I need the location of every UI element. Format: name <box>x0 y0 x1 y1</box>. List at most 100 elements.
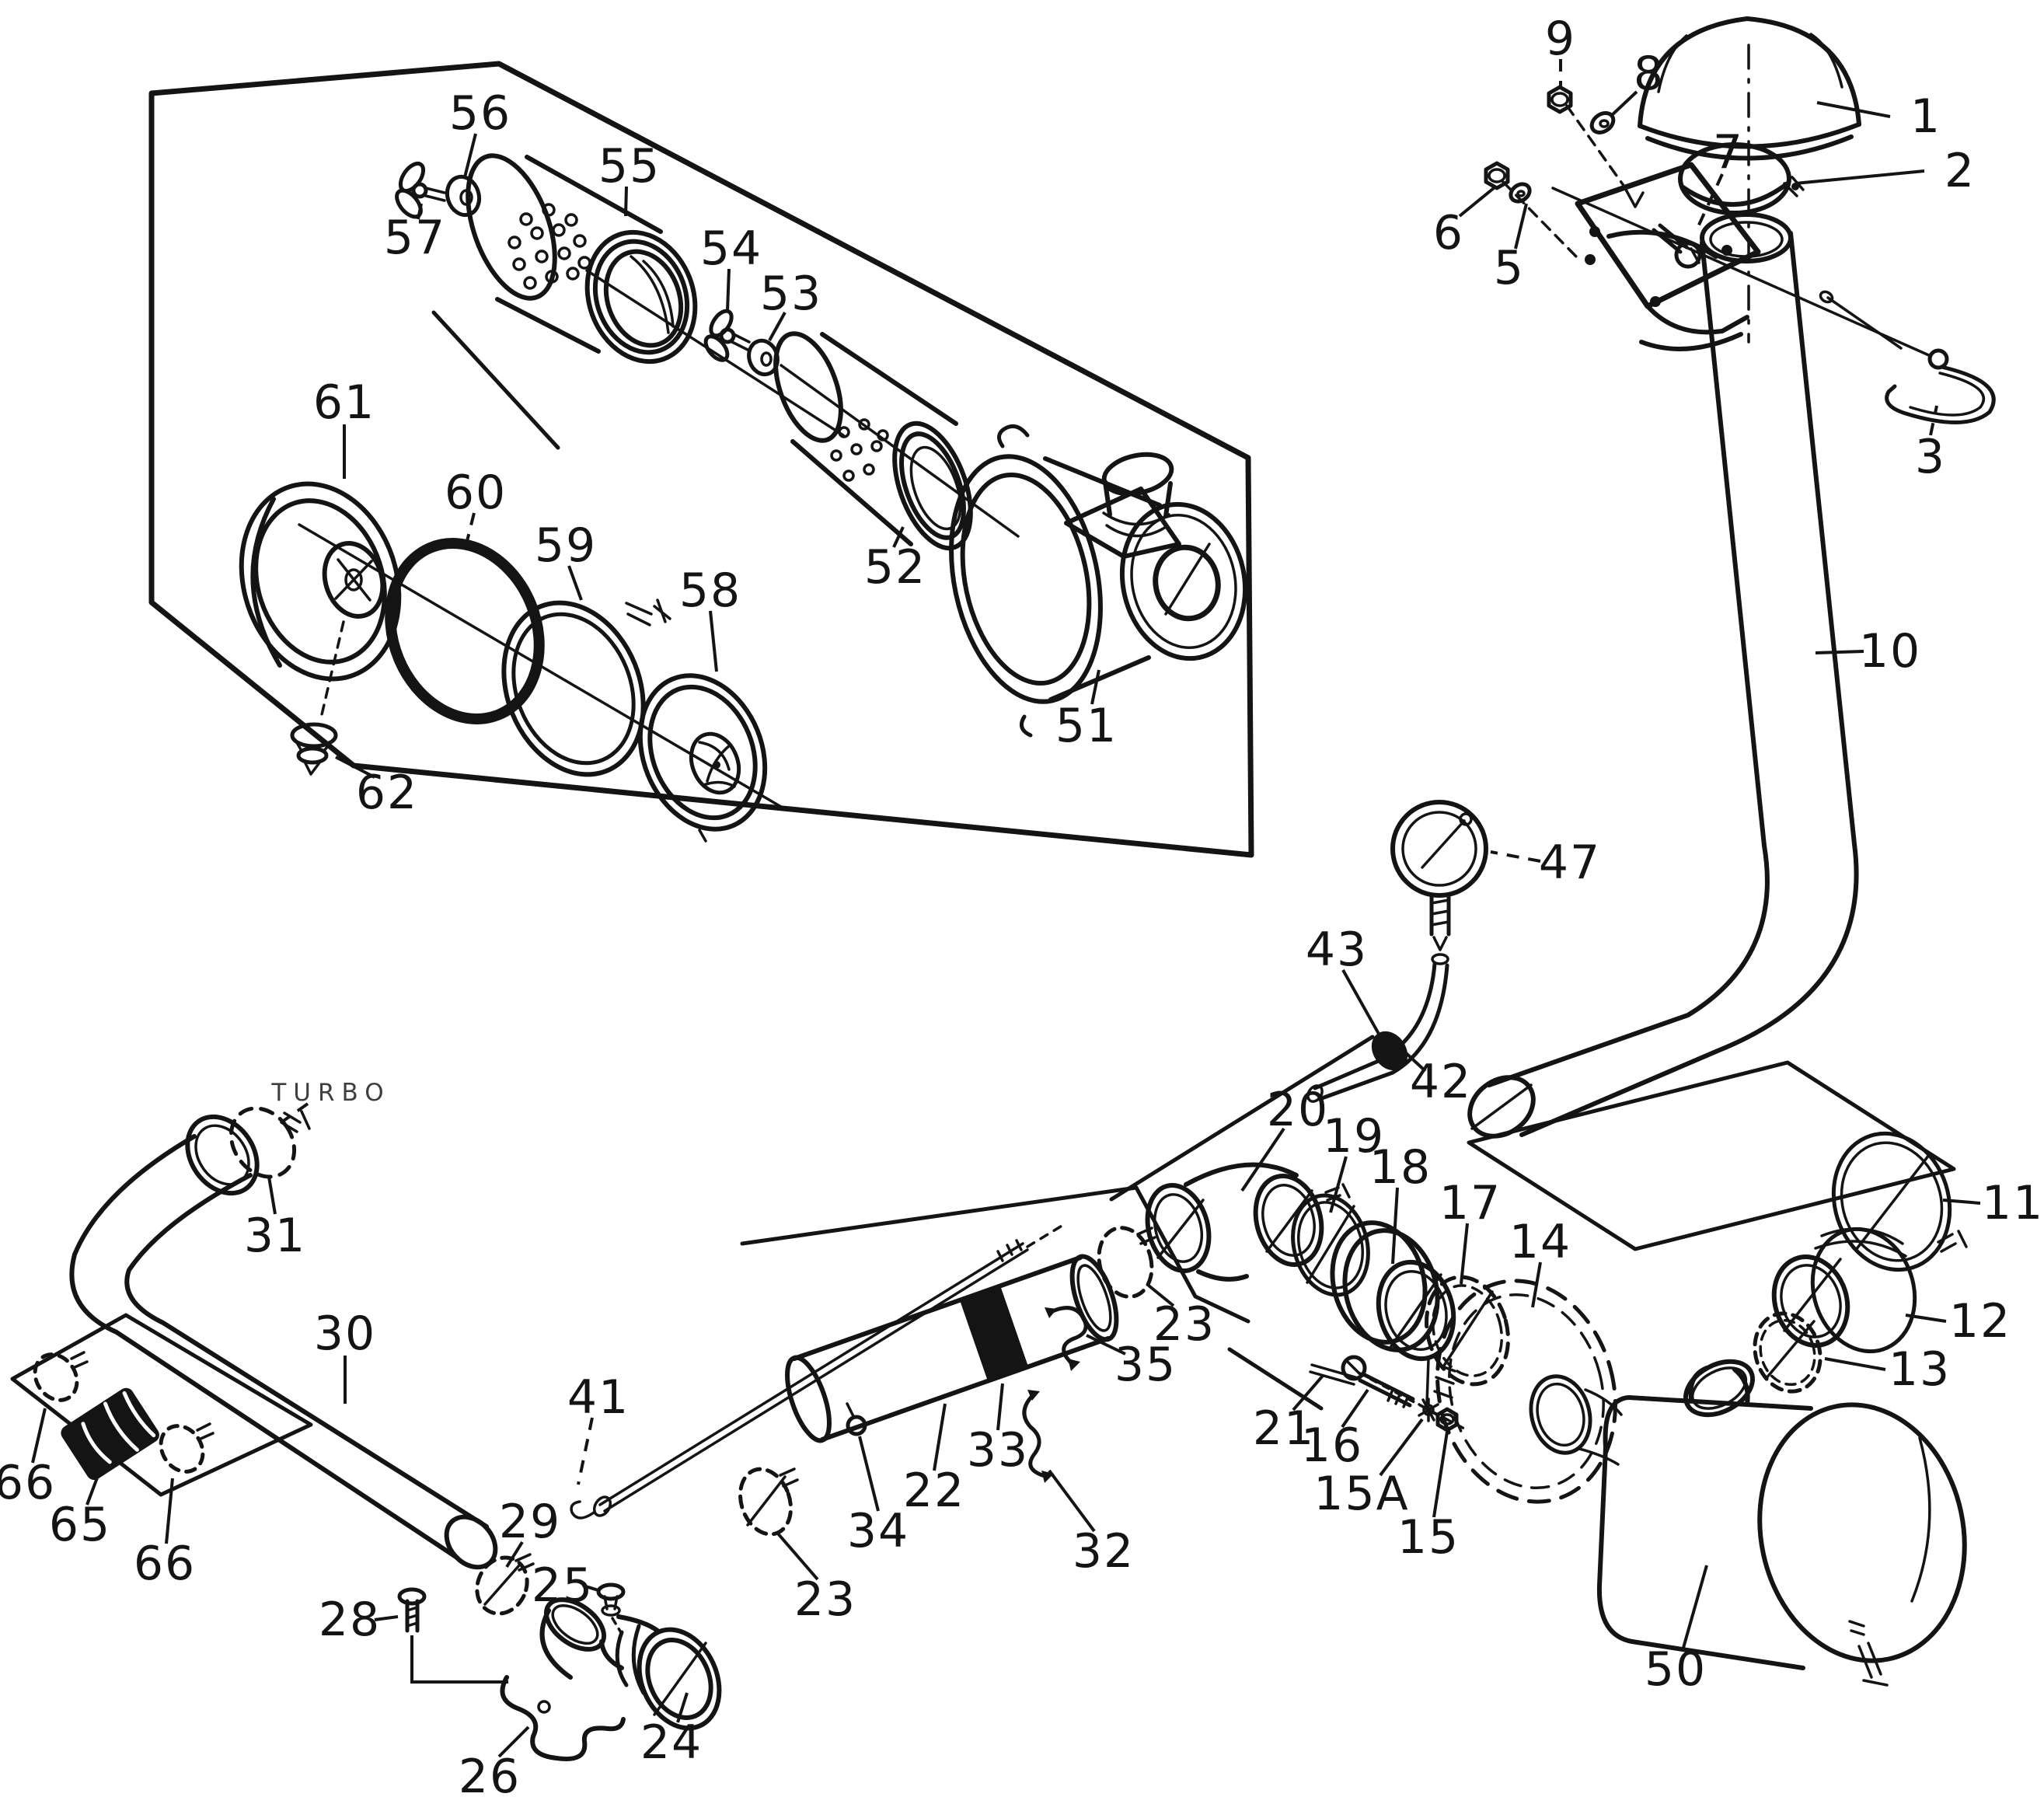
part-label-28: 28 <box>318 1593 382 1647</box>
bracket-26 <box>500 1675 626 1761</box>
clamp-66-rear <box>159 1422 215 1474</box>
hump-hose-12 <box>1771 1227 1917 1354</box>
leader-59 <box>567 565 583 601</box>
service-gauge-47 <box>1390 800 1488 951</box>
leader-turbo <box>280 1102 309 1124</box>
leader-23b <box>1147 1284 1175 1307</box>
part-label-16: 16 <box>1300 1418 1364 1473</box>
leader-14 <box>1531 1261 1542 1308</box>
part-label-6: 6 <box>1432 206 1465 260</box>
leader-56 <box>463 133 477 178</box>
leader-50 <box>1682 1565 1708 1649</box>
part-label-3: 3 <box>1914 430 1947 484</box>
part-label-51: 51 <box>1055 699 1118 753</box>
muffler-50 <box>1596 1359 1967 1687</box>
clamp-23-left <box>738 1467 799 1537</box>
part-label-15A: 15A <box>1313 1467 1410 1521</box>
part-label-15: 15 <box>1397 1510 1460 1565</box>
leader-65 <box>85 1467 103 1506</box>
leader-lines <box>31 59 1981 1758</box>
band-33 <box>960 1286 1028 1381</box>
dust-valve-62 <box>290 722 338 776</box>
leader-5 <box>1514 203 1528 249</box>
part-label-33: 33 <box>966 1423 1030 1478</box>
leader-51 <box>1090 669 1100 705</box>
part-label-58: 58 <box>678 564 742 618</box>
part-label-7: 7 <box>1712 125 1745 180</box>
leader-16 <box>1341 1388 1369 1429</box>
leader-35 <box>1086 1334 1126 1356</box>
part-label-61: 61 <box>312 375 376 430</box>
leader-15 <box>1432 1431 1449 1518</box>
part-label-54: 54 <box>699 222 763 276</box>
part-label-26: 26 <box>458 1750 521 1804</box>
part-label-42: 42 <box>1409 1055 1473 1109</box>
part-label-17: 17 <box>1439 1176 1502 1230</box>
part-label-12: 12 <box>1948 1294 2012 1349</box>
leader-7 <box>1694 173 1724 232</box>
wing-nut-54 <box>703 309 751 362</box>
leader-18 <box>1391 1187 1399 1265</box>
part-label-56: 56 <box>448 86 512 141</box>
hose-65 <box>61 1387 159 1481</box>
leader-20 <box>1240 1127 1285 1192</box>
part-label-turbo: TURBO <box>271 1079 391 1107</box>
part-label-23a: 23 <box>794 1572 857 1627</box>
leader-33 <box>996 1383 1004 1431</box>
bolt-16 <box>1341 1355 1466 1430</box>
hose-30 <box>69 1114 498 1570</box>
grommet-42 <box>1371 1031 1408 1071</box>
inset-panel <box>148 61 1254 858</box>
leader-28 <box>374 1615 399 1621</box>
inlet-pipe-cone <box>1529 1374 1623 1466</box>
tube-22 <box>785 1254 1119 1443</box>
part-label-66b: 66 <box>133 1537 197 1591</box>
part-label-18: 18 <box>1369 1140 1432 1195</box>
leader-31 <box>267 1176 277 1215</box>
part-label-60: 60 <box>444 466 508 520</box>
bolt-28 <box>397 1587 508 1684</box>
perforation-dots-52 <box>830 418 889 482</box>
leader-62 <box>335 755 375 779</box>
nut-15 <box>1435 1407 1459 1432</box>
leader-19 <box>1329 1156 1348 1213</box>
part-label-57: 57 <box>383 211 447 265</box>
part-label-47: 47 <box>1538 836 1602 890</box>
baffle-58 <box>637 673 768 843</box>
part-label-30: 30 <box>313 1307 377 1361</box>
leader-41 <box>577 1417 594 1485</box>
nut-9 <box>1547 85 1626 188</box>
leader-24 <box>676 1692 689 1723</box>
leader-42 <box>1402 1049 1427 1073</box>
leader-12 <box>1905 1314 1947 1323</box>
oring-60 <box>385 538 545 724</box>
nut-6 <box>1484 161 1578 258</box>
part-label-8: 8 <box>1633 47 1666 101</box>
part-label-19: 19 <box>1322 1109 1386 1164</box>
part-label-25: 25 <box>531 1558 595 1613</box>
part-label-62: 62 <box>355 766 419 820</box>
part-label-31: 31 <box>243 1209 307 1263</box>
part-label-9: 9 <box>1544 12 1577 66</box>
air-cleaner-housing-51 <box>949 424 1248 738</box>
leader-26 <box>497 1725 530 1758</box>
leader-15A <box>1379 1418 1424 1477</box>
leader-21 <box>1292 1374 1324 1411</box>
leader-66b <box>165 1478 174 1544</box>
clamp-band-59 <box>501 598 671 777</box>
bracket-35 <box>1045 1306 1088 1371</box>
leader-3 <box>1929 405 1938 436</box>
leader-13 <box>1824 1357 1886 1371</box>
part-label-22: 22 <box>902 1464 966 1518</box>
leader-6 <box>1458 187 1495 218</box>
part-label-1: 1 <box>1910 89 1942 144</box>
clamp-13 <box>1753 1311 1823 1394</box>
leader-23a <box>776 1531 819 1581</box>
perforation-dots <box>508 203 591 290</box>
part-label-10: 10 <box>1858 624 1922 679</box>
part-label-43: 43 <box>1305 923 1369 977</box>
intake-pipe-10 <box>1467 212 1859 1139</box>
part-label-5: 5 <box>1493 241 1526 295</box>
